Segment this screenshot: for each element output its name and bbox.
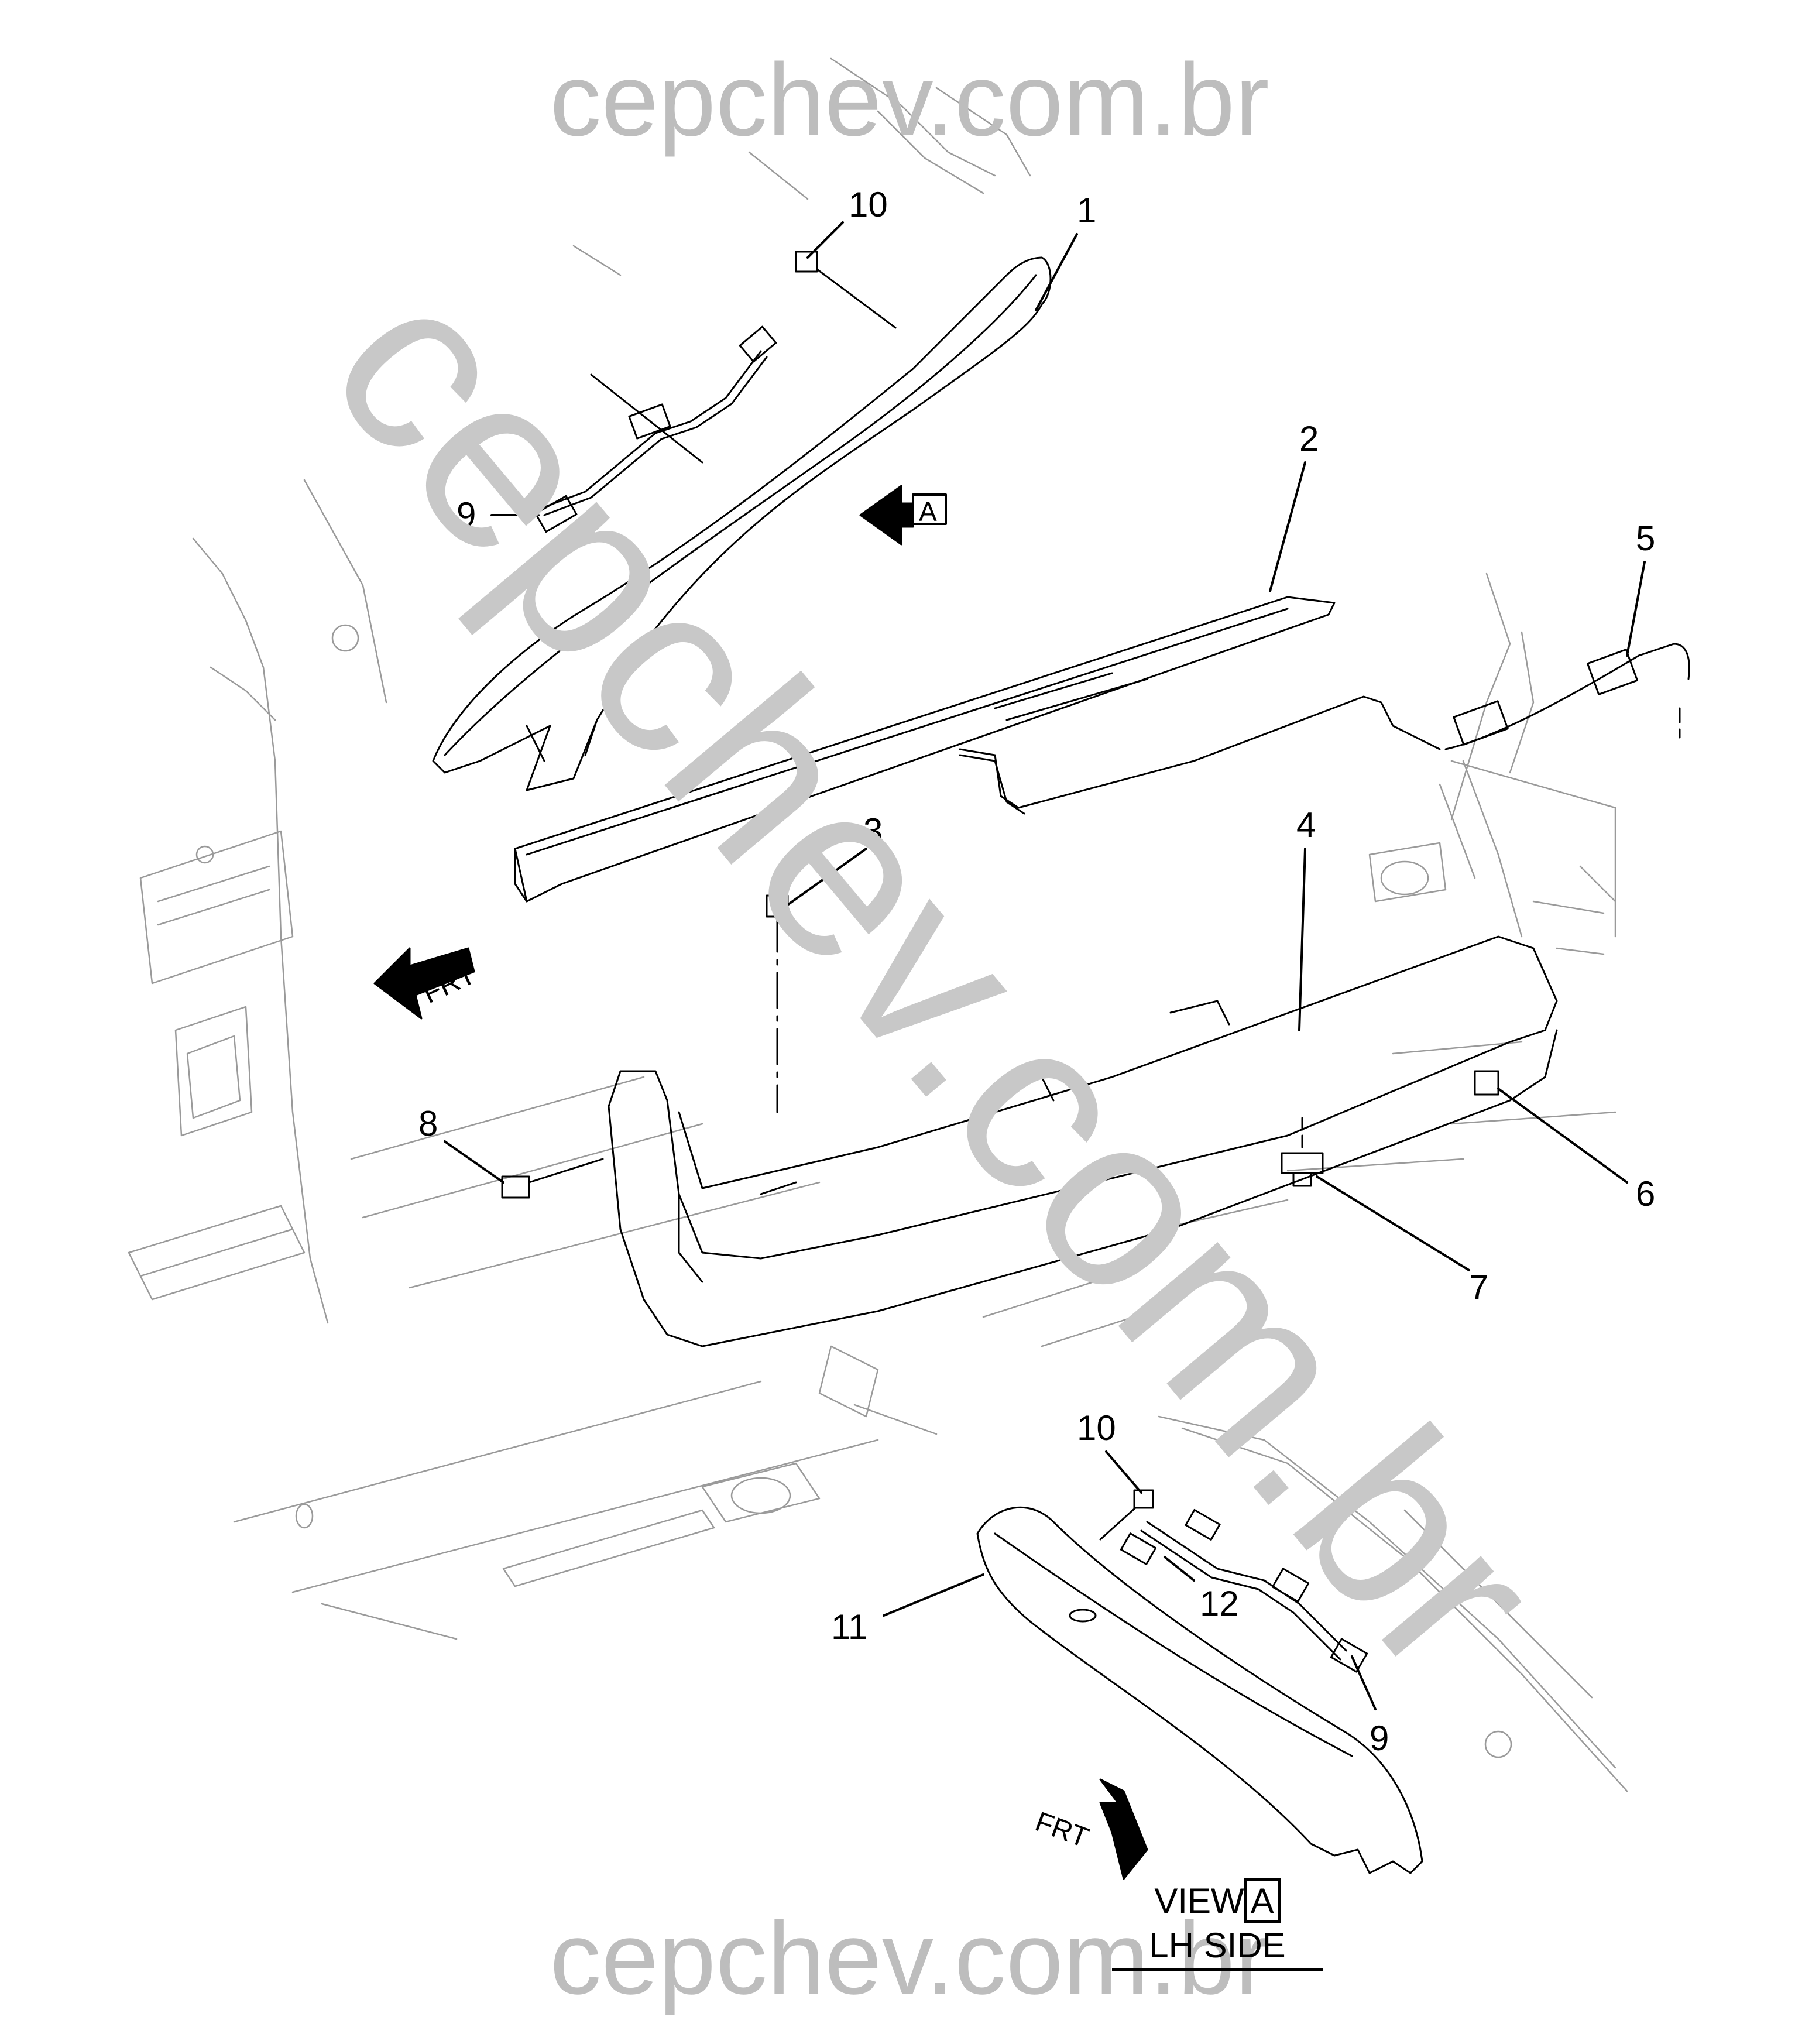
part-1-windshield-pillar-trim bbox=[432, 256, 1052, 791]
frt-arrow-lower-icon bbox=[1099, 1778, 1148, 1880]
view-label-box: A bbox=[1244, 1878, 1281, 1923]
callout-3: 3 bbox=[863, 811, 883, 850]
callout-5: 5 bbox=[1636, 519, 1655, 558]
vehicle-body-structure bbox=[128, 57, 1628, 1792]
part-2-sill-plate bbox=[514, 596, 1441, 903]
callout-6: 6 bbox=[1636, 1174, 1655, 1213]
view-a-marker: A bbox=[919, 496, 937, 527]
callout-4: 4 bbox=[1296, 805, 1316, 845]
view-label-line2: LH SIDE bbox=[1112, 1923, 1323, 1971]
part-6-clip bbox=[1474, 1070, 1499, 1096]
part-4-rocker-trim bbox=[608, 935, 1558, 1347]
callout-10-upper: 10 bbox=[849, 185, 888, 224]
watermark-bottom: cepchev.com.br bbox=[550, 1901, 1269, 2016]
callout-7: 7 bbox=[1469, 1268, 1488, 1307]
part-11-lh-pillar-trim bbox=[976, 1506, 1423, 1874]
callout-10-lower: 10 bbox=[1077, 1408, 1116, 1448]
callout-2: 2 bbox=[1299, 419, 1319, 458]
callout-12: 12 bbox=[1200, 1584, 1239, 1623]
part-10-clip-upper bbox=[795, 251, 897, 329]
part-8-clip bbox=[501, 1158, 604, 1199]
callout-8: 8 bbox=[418, 1104, 438, 1143]
view-label-line1: VIEW bbox=[1154, 1881, 1244, 1920]
view-a-box bbox=[912, 493, 947, 525]
callout-leader-lines bbox=[444, 221, 1646, 1710]
frt-label-lower: FRT bbox=[1031, 1806, 1093, 1854]
callout-9-lower: 9 bbox=[1370, 1719, 1389, 1758]
part-10-clip-lower bbox=[1099, 1489, 1154, 1541]
part-12-lower-wiring-harness bbox=[1120, 1509, 1368, 1673]
part-5-connector bbox=[1444, 643, 1690, 750]
part-7-clip bbox=[1281, 1117, 1324, 1187]
watermark-top: cepchev.com.br bbox=[550, 43, 1269, 157]
part-9-upper-wiring-harness bbox=[534, 325, 777, 533]
view-a-arrow bbox=[859, 485, 914, 546]
frt-arrow-upper-icon bbox=[373, 947, 475, 1020]
callout-9-upper: 9 bbox=[457, 495, 476, 534]
callout-1: 1 bbox=[1077, 191, 1096, 230]
callout-11: 11 bbox=[831, 1607, 867, 1647]
